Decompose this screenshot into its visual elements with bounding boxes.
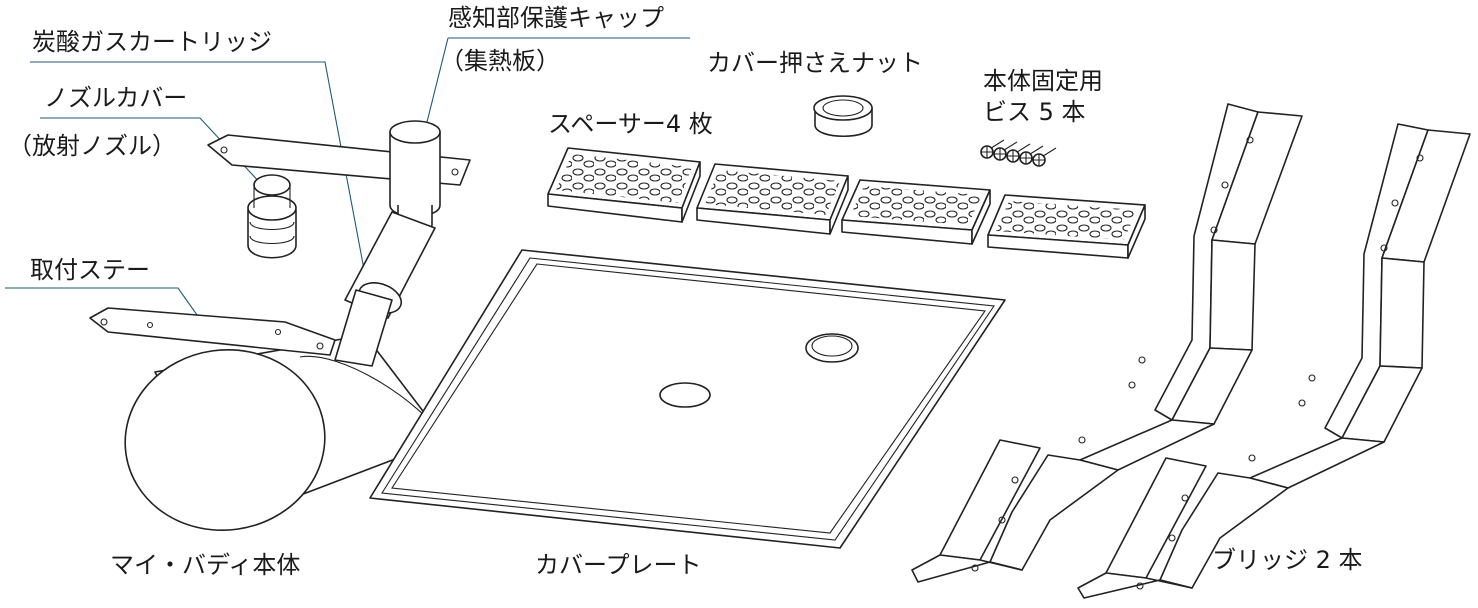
leader-mount-stay <box>5 287 203 323</box>
spacer-4 <box>987 194 1146 259</box>
screw-4 <box>1019 145 1044 165</box>
label-sensor-cap-line1: 感知部保護キャップ <box>448 4 664 32</box>
label-mount-stay: 取付ステー <box>30 256 150 284</box>
bridge-1 <box>911 103 1303 583</box>
leader-sensor-cap-pointer <box>424 37 449 131</box>
screw-2 <box>993 141 1018 161</box>
spacer-1 <box>547 147 701 223</box>
label-screws-line1: 本体固定用 <box>983 67 1103 95</box>
leader-co2-cartridge <box>30 61 373 313</box>
screw-5 <box>1032 147 1057 167</box>
label-cover-nut: カバー押さえナット <box>707 49 923 77</box>
main-body-illustration <box>89 120 471 532</box>
label-main-body: マイ・バディ本体 <box>110 551 301 579</box>
spacer-2 <box>696 163 849 235</box>
label-spacers: スペーサー4 枚 <box>548 110 713 138</box>
cover-nut-illustration <box>813 95 873 138</box>
screw-1 <box>980 139 1005 159</box>
bridge-2 <box>1077 123 1471 599</box>
label-bridges: ブリッジ 2 本 <box>1212 546 1363 574</box>
label-sensor-cap-line2: （集熱板） <box>440 47 560 75</box>
bridges-illustration <box>911 103 1471 599</box>
label-nozzle-cover-line2: （放射ノズル） <box>8 132 176 160</box>
screw-3 <box>1006 143 1031 163</box>
label-cover-plate: カバープレート <box>535 551 702 579</box>
spacers-illustration <box>547 147 1146 259</box>
label-nozzle-cover-line1: ノズルカバー <box>44 84 188 112</box>
screws-illustration <box>980 139 1057 167</box>
cover-plate-illustration <box>369 249 1006 549</box>
label-screws-line2: ビス 5 本 <box>983 98 1086 126</box>
label-co2-cartridge: 炭酸ガスカートリッジ <box>32 28 272 56</box>
spacer-3 <box>841 179 991 245</box>
